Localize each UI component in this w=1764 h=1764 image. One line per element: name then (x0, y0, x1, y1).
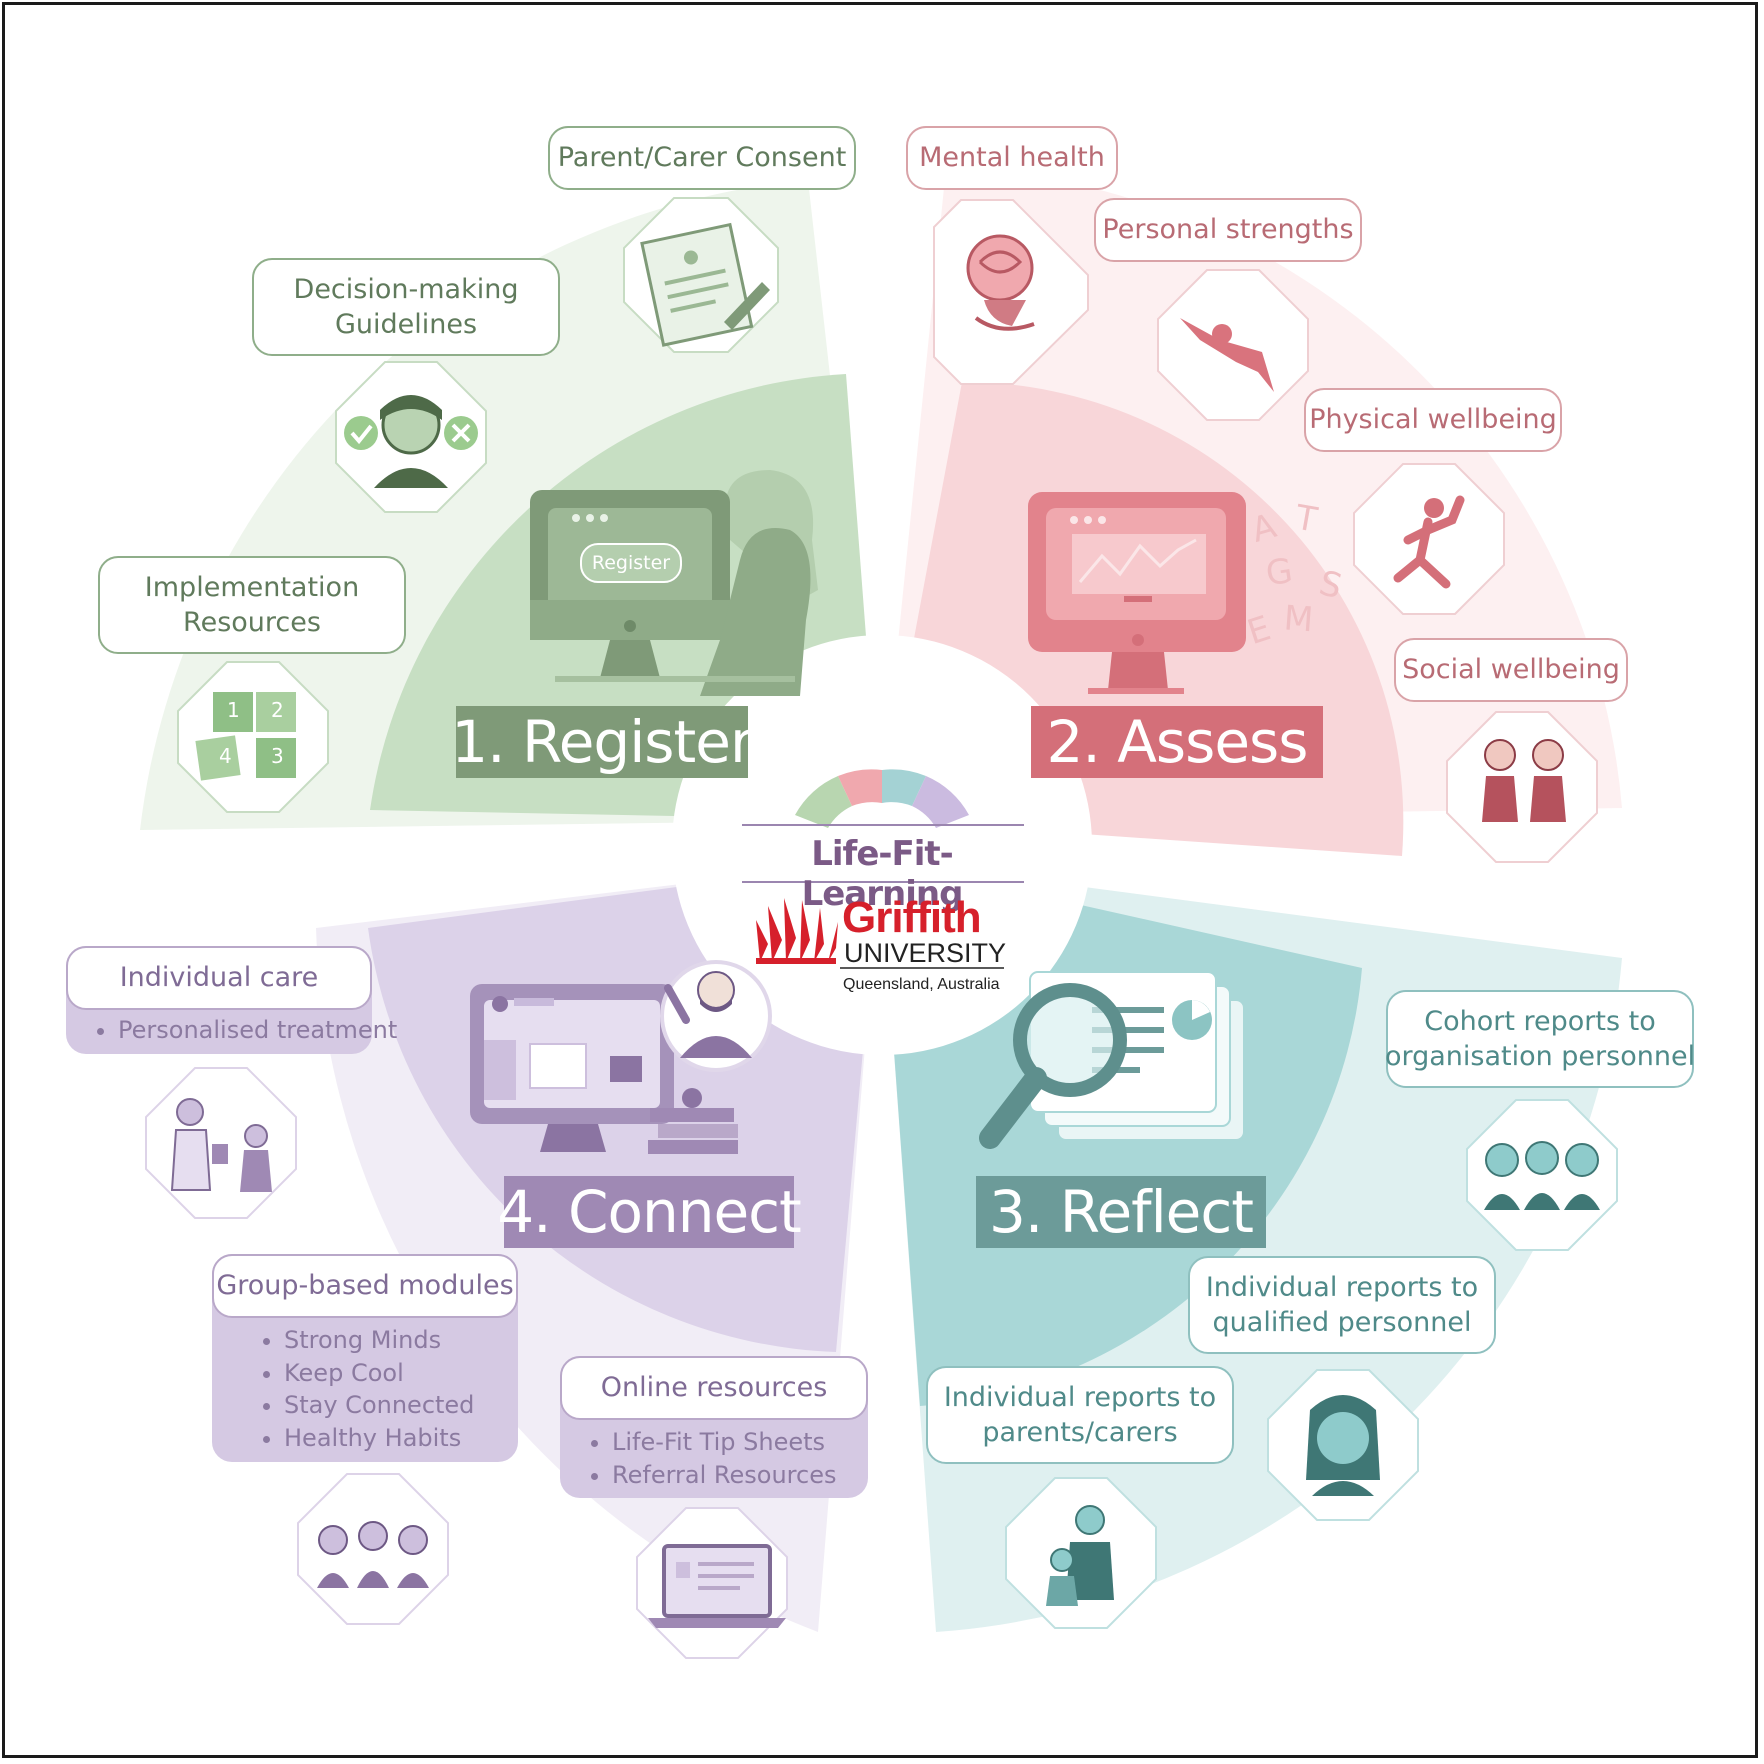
mental-health-label: Mental health (906, 126, 1118, 190)
online-resources-panel: Online resources Life-Fit Tip Sheets Ref… (560, 1356, 868, 1498)
svg-text:M: M (1283, 598, 1315, 640)
puzzle-pieces-icon (195, 692, 296, 781)
pen-icon (724, 282, 770, 330)
life-fit-learning-title: Life-Fit-Learning (801, 834, 964, 914)
stage-connect-title: 4. Connect (497, 1176, 802, 1248)
griffith-logo-icon (756, 898, 838, 964)
parents-carers-reports-label: Individual reports to parents/carers (926, 1366, 1234, 1464)
list-item: Life-Fit Tip Sheets (612, 1426, 836, 1459)
list-item: Personalised treatment (118, 1014, 397, 1047)
university-word: UNIVERSITY (844, 938, 1007, 968)
physical-wellbeing-label: Physical wellbeing (1304, 388, 1562, 452)
document-glyph-icon (640, 222, 754, 347)
university-location: Queensland, Australia (843, 976, 1000, 993)
stage-register-title: 1. Register (451, 706, 754, 778)
list-item: Strong Minds (284, 1324, 474, 1357)
flying-hero-glyph-icon (1180, 318, 1274, 392)
runner-glyph-icon (1393, 495, 1465, 589)
list-item: Healthy Habits (284, 1422, 474, 1455)
parent-child-glyph-icon (1046, 1505, 1114, 1606)
stage-reflect-title: 3. Reflect (976, 1176, 1266, 1248)
list-item: Stay Connected (284, 1389, 474, 1422)
reflect-reports-illustration (979, 971, 1245, 1149)
laptop-glyph-icon (648, 1544, 786, 1628)
connect-learning-illustration (470, 960, 772, 1154)
cohort-glyph-icon (1484, 1141, 1600, 1210)
woman-glyph-icon (1306, 1395, 1380, 1496)
cohort-reports-label: Cohort reports to organisation personnel (1385, 990, 1695, 1088)
group-glyph-icon (317, 1521, 429, 1588)
monitor-register-button: Register (580, 543, 682, 583)
qualified-personnel-reports-label: Individual reports to qualified personne… (1188, 1256, 1496, 1354)
individual-care-list: Personalised treatment (66, 1014, 397, 1047)
griffith-name: Griffith (842, 893, 982, 942)
doctor-patient-icon (145, 1067, 297, 1219)
puzzle-numbers: 1 2 4 3 (219, 698, 284, 768)
brain-head-glyph-icon (966, 234, 1035, 331)
group-modules-heading: Group-based modules (212, 1254, 518, 1318)
parent-carer-consent-label: Parent/Carer Consent (548, 126, 856, 190)
list-item: Keep Cool (284, 1357, 474, 1390)
rainbow-arc-icon (795, 769, 969, 828)
personal-strengths-label: Personal strengths (1094, 198, 1362, 262)
social-wellbeing-label: Social wellbeing (1394, 638, 1628, 702)
check-icon (344, 416, 378, 450)
friends-glyph-icon (1482, 739, 1566, 822)
group-modules-list: Strong Minds Keep Cool Stay Connected He… (232, 1324, 474, 1455)
doctor-patient-glyph-icon (170, 1098, 272, 1192)
assess-computer-illustration (1028, 492, 1246, 694)
decision-making-guidelines-label: Decision-making Guidelines (252, 258, 560, 356)
implementation-resources-label: Implementation Resources (98, 556, 406, 654)
individual-care-panel: Individual care Personalised treatment (66, 946, 397, 1054)
online-resources-heading: Online resources (560, 1356, 868, 1420)
svg-text:G: G (1263, 551, 1295, 594)
stage-assess-title: 2. Assess (1031, 706, 1323, 778)
list-item: Referral Resources (612, 1459, 836, 1492)
online-resources-list: Life-Fit Tip Sheets Referral Resources (560, 1426, 836, 1491)
individual-care-heading: Individual care (66, 946, 372, 1010)
group-modules-panel: Group-based modules Strong Minds Keep Co… (212, 1254, 518, 1462)
